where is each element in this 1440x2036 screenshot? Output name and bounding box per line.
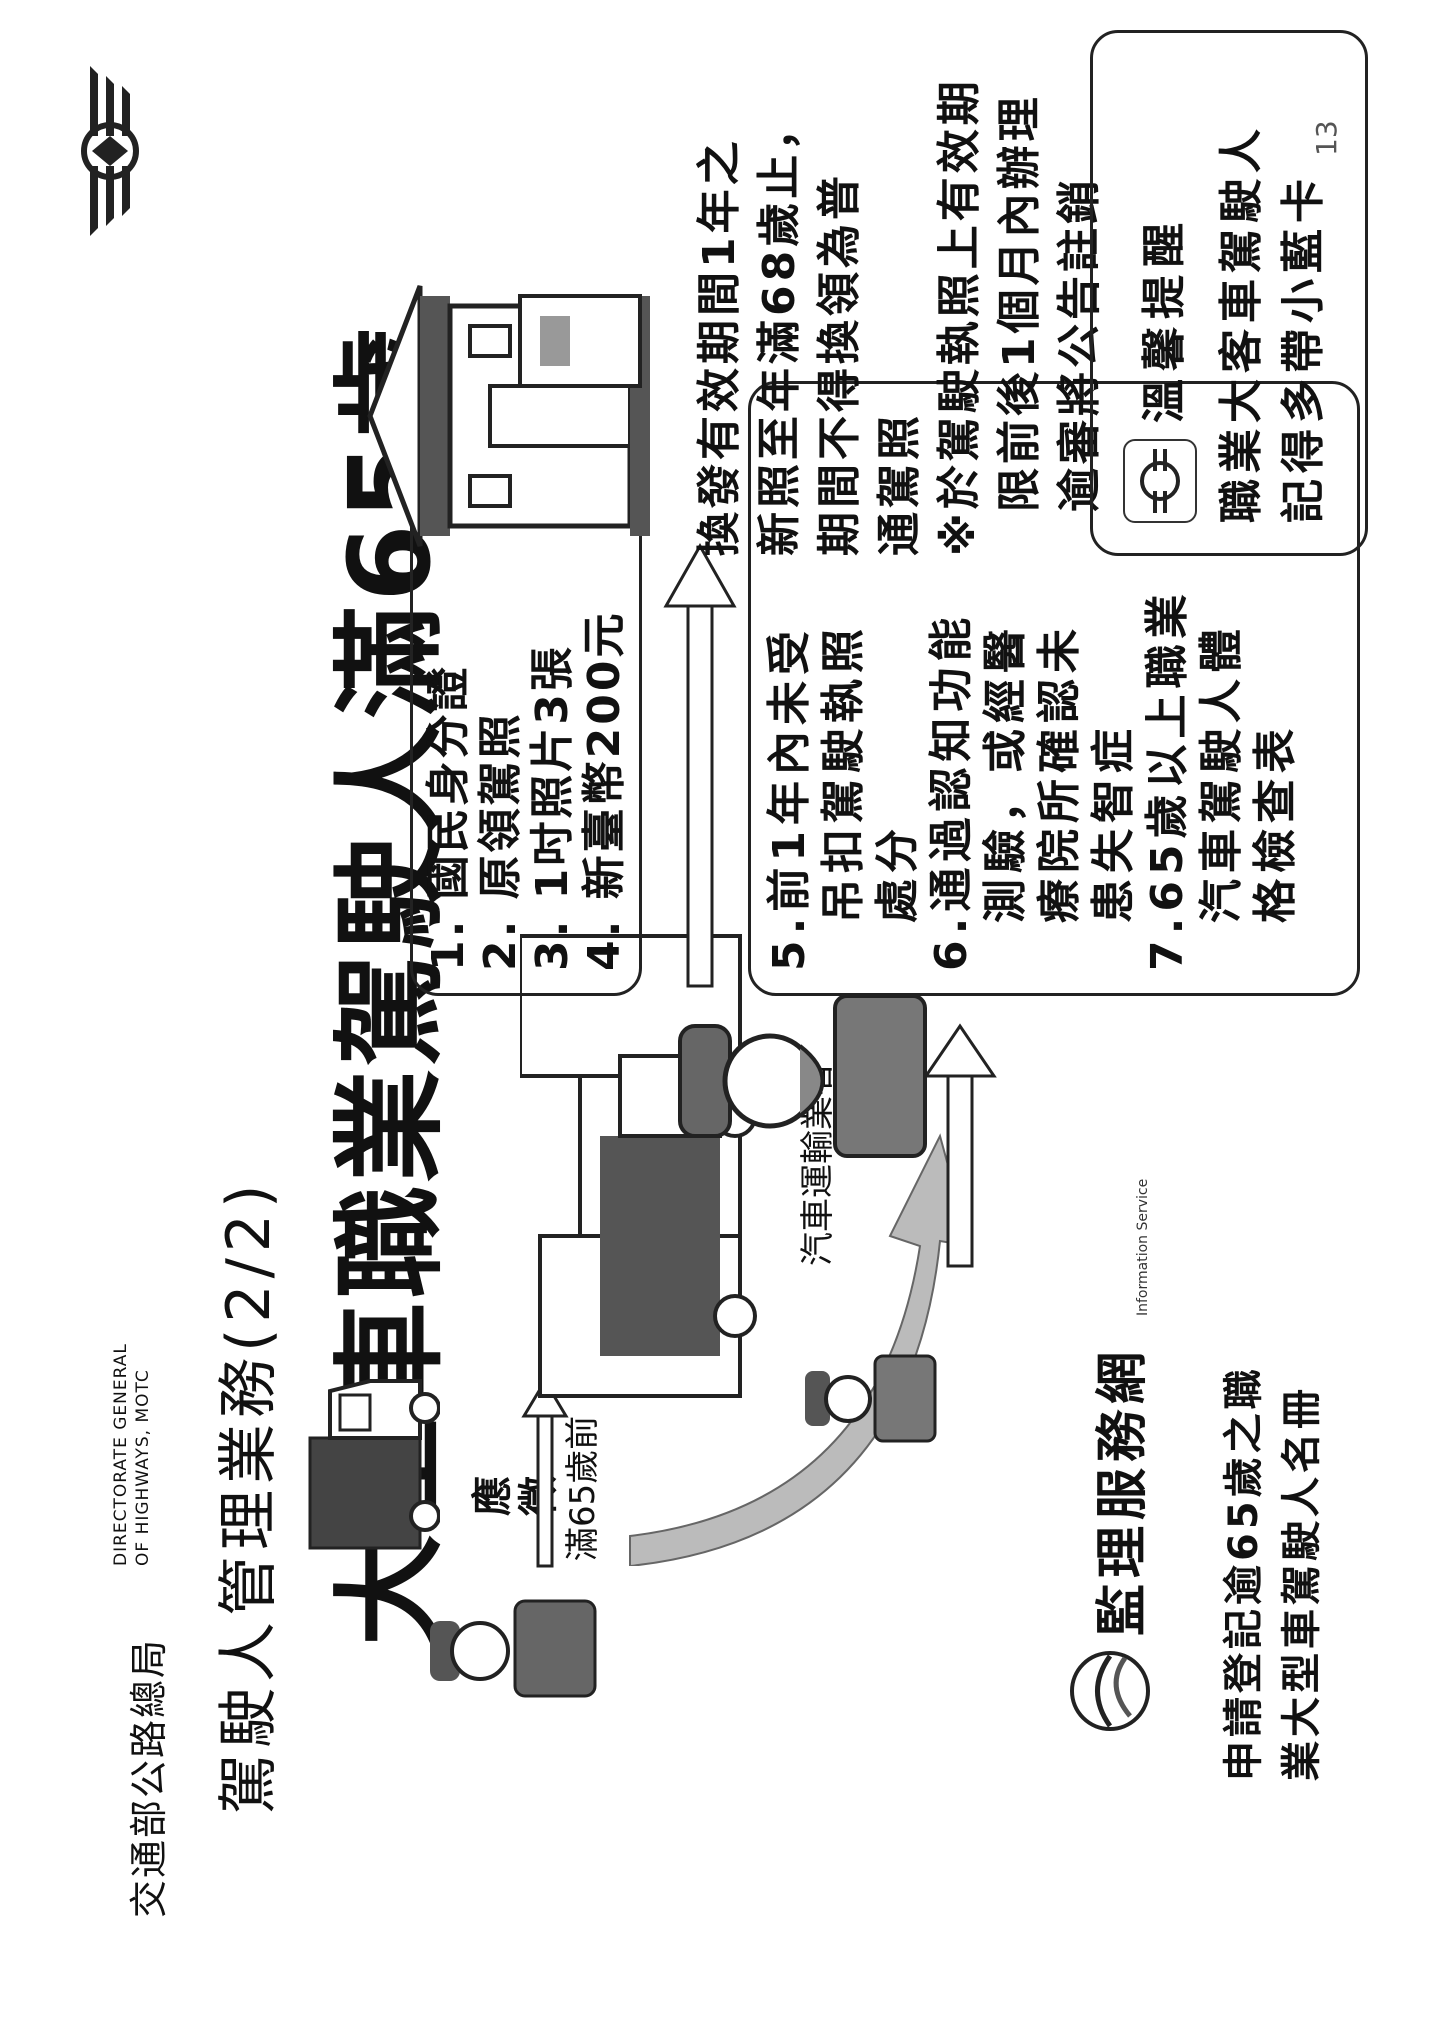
- bottom-line: 業大型車駕駛人名冊: [1279, 1385, 1325, 1781]
- service-globe-icon: [1070, 1651, 1150, 1731]
- renewal-line: 新照至年滿68歲止，: [754, 102, 805, 556]
- renewal-line: 通駕照: [874, 412, 925, 556]
- renewal-line: 換發有效期間1年之: [694, 137, 745, 556]
- org-name-cn: 交通部公路總局: [127, 1637, 171, 1918]
- driver-person-icon: [430, 1599, 597, 1698]
- transport-company-icon: [520, 934, 757, 1398]
- small-driver-icon: [805, 1354, 937, 1443]
- renewal-line: 限前後1個月內辦理: [994, 93, 1045, 512]
- service-brand: 監理服務網: [1092, 1345, 1153, 1636]
- reminder-title: 溫馨提醒: [1139, 215, 1190, 423]
- arrow-right-icon-2: [923, 1023, 997, 1268]
- highway-logo-icon: [81, 66, 139, 236]
- page-number: 13: [1310, 120, 1343, 156]
- page-subtitle: 駕駛人管理業務(2/2): [214, 1178, 284, 1814]
- org-name-en: DIRECTORATE GENERAL OF HIGHWAYS, MOTC: [110, 1343, 154, 1566]
- truck-icon: [308, 1379, 440, 1550]
- org-name-en-line1: DIRECTORATE GENERAL: [111, 1343, 131, 1566]
- elder-driver-icon: [678, 994, 927, 1158]
- government-building-icon: [367, 285, 650, 547]
- renewal-info: 換發有效期間1年之 新照至年滿68歲止， 期間不得換領為普 通駕照 ※於駕駛執照…: [690, 36, 1110, 556]
- service-brand-en: Information Service: [1135, 1178, 1151, 1316]
- arrow-right-icon-3: [663, 542, 737, 988]
- org-name-en-line2: OF HIGHWAYS, MOTC: [133, 1369, 153, 1566]
- bottom-note: 申請登記逾65歲之職 業大型車駕駛人名冊: [1215, 1365, 1331, 1781]
- reminder-line: 職業大客車駕駛人: [1216, 123, 1267, 523]
- highway-badge-icon: [1123, 439, 1197, 523]
- bottom-line: 申請登記逾65歲之職: [1221, 1365, 1267, 1781]
- renewal-line: 期間不得換領為普: [814, 172, 865, 556]
- renewal-line: ※於駕駛執照上有效期: [934, 77, 985, 556]
- reminder-box: 溫馨提醒 職業大客車駕駛人 記得多帶小藍卡: [1090, 30, 1368, 556]
- arrow-right-icon: [521, 1378, 569, 1568]
